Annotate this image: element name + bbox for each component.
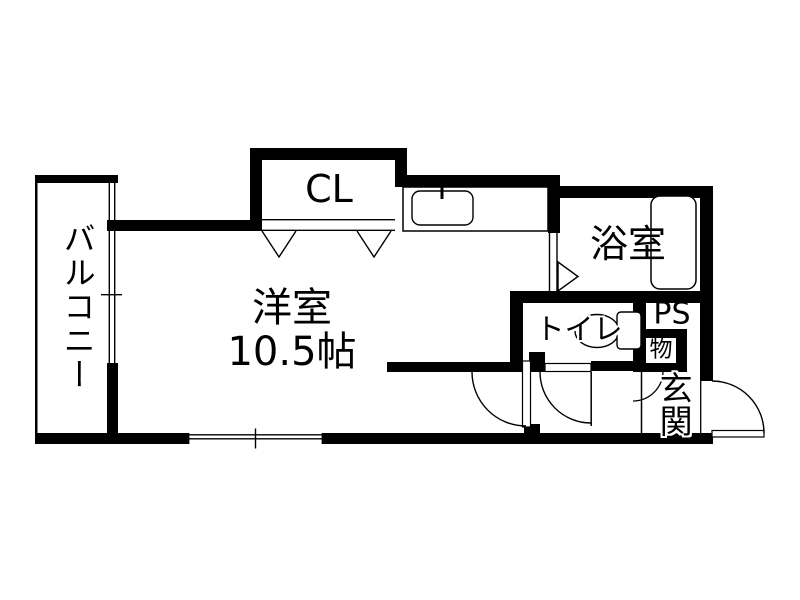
wall-right-exterior (700, 186, 713, 381)
closet-front-gap (262, 219, 395, 231)
entrance-door-swing-arc (711, 380, 765, 434)
wall-room-left-lower (107, 363, 118, 433)
main-room-size: 10.5帖 (227, 329, 357, 375)
entrance-door-leaf (711, 429, 765, 438)
pipe-space-label: PS (653, 296, 691, 332)
wall-storage-right (676, 329, 687, 372)
kitchen-faucet (440, 182, 444, 199)
closet-door-triangle-left (261, 230, 297, 259)
room-door-leaf (521, 360, 532, 428)
balcony-left-edge (35, 183, 38, 434)
bathroom-door-triangle (557, 260, 580, 293)
wall-room-south (387, 362, 523, 372)
wall-bathroom-left-upper (548, 175, 560, 233)
main-room-name: 洋室 (252, 285, 332, 331)
bathroom-door (548, 233, 580, 293)
kitchen-counter (402, 182, 549, 232)
bathtub (650, 195, 697, 290)
room-door-swing-arc (471, 371, 527, 427)
main-room-label: 洋室 10.5帖 (227, 286, 356, 374)
toilet-label: トイレ (535, 312, 623, 347)
wall-ps-bottom (633, 329, 686, 338)
wall-closet-left (250, 148, 262, 231)
main-room-window (187, 428, 323, 449)
toilet-door (539, 362, 592, 426)
wall-toilet-bottom-right (591, 361, 633, 371)
entrance-label: 玄関 (654, 371, 694, 437)
wall-bathroom-top (555, 186, 713, 198)
wall-kitchen-top (395, 175, 560, 187)
toilet-fixture (574, 311, 642, 350)
wall-storage-bottom (633, 363, 687, 372)
wall-balcony-top (35, 175, 118, 183)
wall-toilet-left (510, 291, 523, 372)
closet-label: CL (305, 167, 353, 212)
closet-door-triangle-right (356, 230, 392, 259)
wall-bathroom-bottom (510, 291, 713, 303)
bathroom-door-gap (549, 233, 558, 291)
wall-door-pier (529, 352, 545, 372)
wall-room-top-left (107, 220, 262, 231)
balcony-label: バルコニー (58, 222, 97, 392)
toilet-door-swing-arc (539, 371, 592, 424)
storage-label: 物 (649, 336, 673, 363)
entrance-door (711, 380, 765, 438)
wall-door-stub (524, 424, 540, 433)
room-door (471, 360, 532, 428)
closet-front (261, 218, 395, 259)
toilet-tank (616, 311, 642, 350)
wall-bottom-exterior (35, 433, 713, 444)
wall-closet-top (250, 148, 407, 160)
toilet-door-opening (544, 362, 592, 373)
storage-door-swing-arc (632, 370, 664, 402)
bathroom-label: 浴室 (589, 222, 667, 267)
